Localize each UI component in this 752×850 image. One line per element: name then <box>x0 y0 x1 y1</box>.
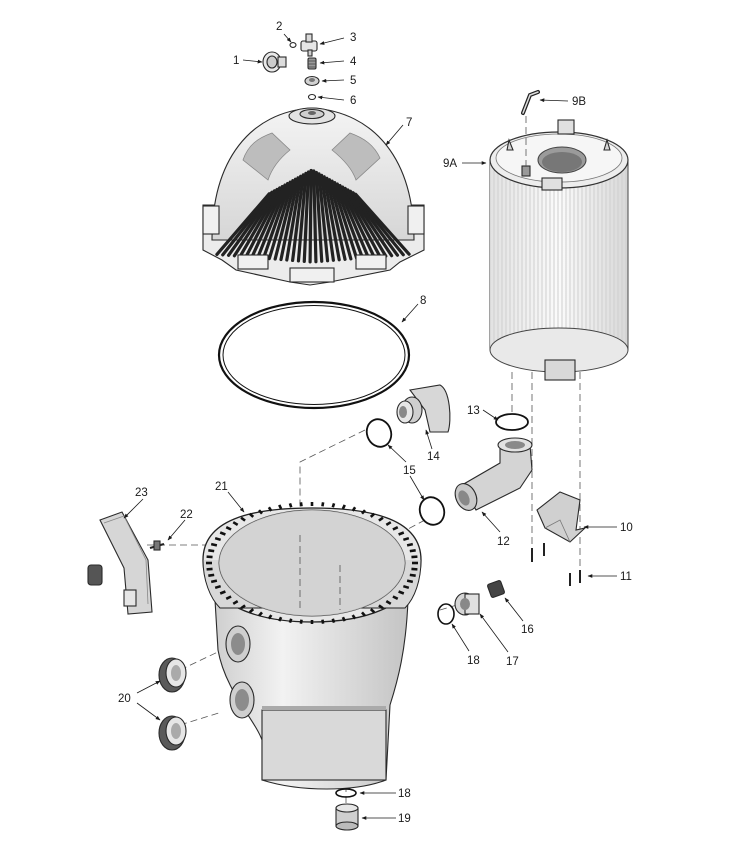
small-o-ring <box>289 42 297 48</box>
tank-o-ring <box>217 300 411 410</box>
cartridge-handle-pin <box>521 90 540 168</box>
spring <box>307 57 317 70</box>
callout-2: 2 <box>276 21 282 33</box>
callout-9a: 9A <box>443 158 457 170</box>
drain-o-ring <box>437 603 455 625</box>
filter-cartridge <box>489 119 629 381</box>
drain-plug-adapter <box>454 592 480 616</box>
gauge-stem <box>149 540 165 551</box>
tank-body <box>202 502 422 790</box>
callout-10: 10 <box>620 522 633 534</box>
cartridge-o-ring <box>495 413 529 431</box>
cartridge-retainer <box>536 491 587 543</box>
callout-11: 11 <box>620 571 632 583</box>
callout-22: 22 <box>180 509 193 521</box>
retainer-screws <box>531 543 581 586</box>
elbow-o-ring-upper <box>365 418 393 448</box>
callout-23: 23 <box>135 487 148 499</box>
callout-13: 13 <box>467 405 480 417</box>
union-nut-lower <box>158 715 187 751</box>
outlet-elbow <box>396 384 451 433</box>
callout-3: 3 <box>350 32 356 44</box>
drain-plug <box>487 580 505 598</box>
callout-20: 20 <box>118 693 131 705</box>
callout-16: 16 <box>521 624 534 636</box>
bottom-drain-fitting <box>335 803 359 831</box>
callout-6: 6 <box>350 95 356 107</box>
callout-7: 7 <box>406 117 412 129</box>
callout-1: 1 <box>233 55 239 67</box>
bottom-drain-o-ring <box>335 788 357 798</box>
air-relief-knob <box>262 51 287 73</box>
callout-labels: 1 2 3 4 5 6 7 8 9A 9B 10 11 12 13 14 15 … <box>118 21 633 825</box>
union-nut-upper <box>158 657 187 693</box>
callout-5: 5 <box>350 75 356 87</box>
callout-9b: 9B <box>572 96 586 108</box>
callout-15: 15 <box>403 465 416 477</box>
callout-19: 19 <box>398 813 411 825</box>
air-relief-valve-body <box>300 33 318 57</box>
washer-o-ring <box>307 93 317 101</box>
callout-21: 21 <box>215 481 228 493</box>
inlet-pipe <box>454 437 533 511</box>
callout-4: 4 <box>350 56 357 68</box>
callout-12: 12 <box>497 536 510 548</box>
tank-lid-dome <box>202 107 425 286</box>
callout-18-drain: 18 <box>467 655 480 667</box>
adapter-nut <box>304 75 320 87</box>
callout-17: 17 <box>506 656 519 668</box>
callout-14: 14 <box>427 451 440 463</box>
elbow-o-ring-lower <box>418 496 446 526</box>
gauge-housing <box>87 511 153 615</box>
callout-leaders <box>123 33 617 820</box>
callout-8: 8 <box>420 295 426 307</box>
callout-18-bottom: 18 <box>398 788 411 800</box>
